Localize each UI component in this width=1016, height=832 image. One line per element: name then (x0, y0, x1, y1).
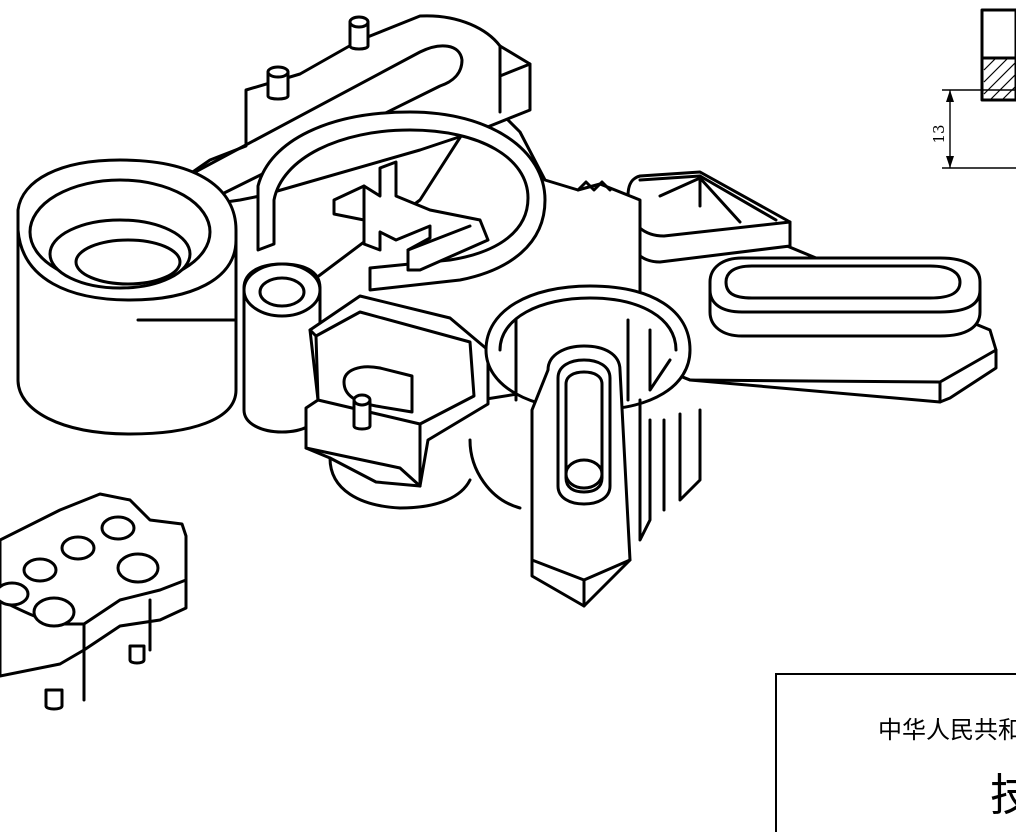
left-cylinder-boss (16, 158, 238, 436)
section-hatching (983, 57, 1016, 101)
handle-pin-1 (266, 65, 290, 101)
slot-boss (708, 256, 982, 338)
wedge-block (626, 170, 792, 264)
perforation-holes (0, 515, 160, 628)
under-body-details (328, 398, 702, 542)
title-block-line1: 中华人民共和 (878, 716, 1016, 744)
h-rib-block (332, 160, 490, 272)
dimension-line (942, 89, 1016, 169)
perforated-block-pin-2 (128, 644, 146, 665)
section-view: 13 (930, 8, 1016, 169)
handle-pin-2 (348, 15, 370, 51)
square-box (304, 294, 490, 488)
title-block-line2: 技 (990, 770, 1016, 821)
dimension-value: 13 (930, 124, 948, 143)
small-hollow-cylinder (242, 262, 322, 434)
title-block: 中华人民共和 技 (775, 673, 1016, 832)
half-ring-shell (256, 110, 547, 292)
perforated-block (0, 492, 188, 711)
perforated-block-pin-1 (44, 688, 64, 711)
slotted-post (530, 344, 632, 608)
